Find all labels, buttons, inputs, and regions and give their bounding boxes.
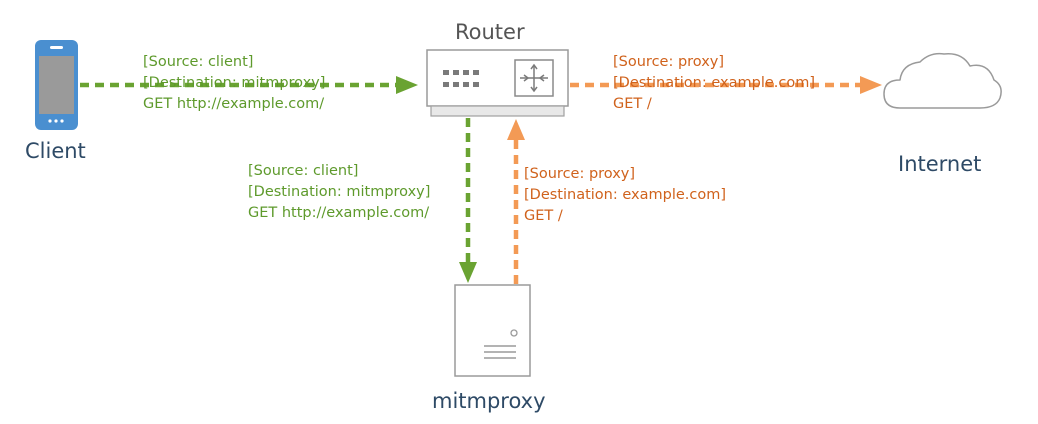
internet-label: Internet: [898, 152, 982, 176]
client-label: Client: [25, 139, 86, 163]
message-source: [Source: proxy]: [524, 166, 636, 182]
message-source: [Source: client]: [248, 163, 359, 179]
message-request: GET http://example.com/: [143, 96, 325, 112]
server-icon: [454, 284, 531, 377]
message-request: GET /: [524, 208, 563, 224]
message-destination: [Destination: mitmproxy]: [143, 75, 326, 91]
arrow-client-to-router: [80, 76, 418, 94]
message-client-to-router: [Source: client] [Destination: mitmproxy…: [143, 52, 325, 115]
message-mitmproxy-to-router: [Source: proxy] [Destination: example.co…: [524, 164, 726, 227]
message-destination: [Destination: example.com]: [613, 75, 816, 91]
message-request: GET http://example.com/: [248, 205, 430, 221]
phone-icon: [35, 40, 78, 130]
message-router-to-mitmproxy: [Source: client] [Destination: mitmproxy…: [248, 161, 430, 224]
message-destination: [Destination: example.com]: [524, 187, 727, 203]
arrow-router-to-internet: [570, 76, 882, 94]
router-icon: [426, 49, 569, 117]
router-label: Router: [455, 20, 525, 44]
message-router-to-internet: [Source: proxy] [Destination: example.co…: [613, 52, 815, 115]
mitmproxy-label: mitmproxy: [432, 389, 546, 413]
message-source: [Source: proxy]: [613, 54, 725, 70]
arrow-mitmproxy-to-router: [507, 119, 525, 284]
message-source: [Source: client]: [143, 54, 254, 70]
message-destination: [Destination: mitmproxy]: [248, 184, 431, 200]
message-request: GET /: [613, 96, 652, 112]
arrow-router-to-mitmproxy: [459, 118, 477, 283]
cloud-icon: [883, 52, 1002, 109]
